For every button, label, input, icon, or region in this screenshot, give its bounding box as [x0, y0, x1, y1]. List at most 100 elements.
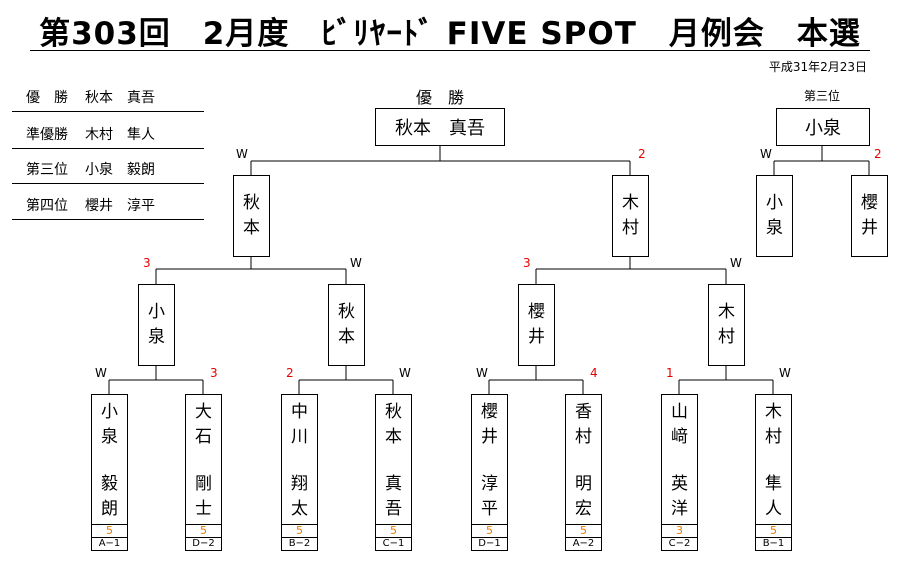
- ranking-label: 第三位: [26, 162, 68, 178]
- name-char: 人: [765, 499, 782, 519]
- seed-cell: 5: [91, 525, 128, 538]
- player-box-4: 秋 本 真 吾: [375, 394, 412, 525]
- block-code-cell: A−1: [91, 538, 128, 551]
- page-title: 第303回 2月度 ﾋﾞﾘﾔｰﾄﾞ FIVE SPOT 月例会 本選: [39, 16, 861, 52]
- name-char: 泉: [101, 427, 118, 447]
- name-char: 明: [575, 474, 592, 494]
- ranking-row-1: 優 勝 秋本 真吾: [12, 87, 204, 112]
- name-char: 平: [481, 499, 498, 519]
- third-left-mark: W: [760, 147, 772, 161]
- player-mark-7: 1: [666, 366, 674, 380]
- seed-cell: 5: [281, 525, 318, 538]
- name-char: 秋: [385, 402, 402, 422]
- ranking-name: 小泉 毅朗: [85, 162, 155, 178]
- name-char: 吾: [385, 499, 402, 519]
- name-char: 村: [575, 427, 592, 447]
- semi-box-4: 木 村: [708, 284, 745, 366]
- name-char: 泉: [766, 218, 783, 238]
- name-char: 淳: [481, 474, 498, 494]
- name-char: 﨑: [671, 427, 688, 447]
- player-box-2: 大 石 剛 士: [185, 394, 222, 525]
- player-mark-6: 4: [590, 366, 598, 380]
- player-box-7: 山 﨑 英 洋: [661, 394, 698, 525]
- player-box-6: 香 村 明 宏: [565, 394, 602, 525]
- name-char: 朗: [101, 499, 118, 519]
- name-char: 泉: [148, 327, 165, 347]
- block-code-cell: A−2: [565, 538, 602, 551]
- player-box-8: 木 村 隼 人: [755, 394, 792, 525]
- player-box-5: 櫻 井 淳 平: [471, 394, 508, 525]
- name-char: 本: [385, 427, 402, 447]
- name-char: 英: [671, 474, 688, 494]
- player-mark-2: 3: [210, 366, 218, 380]
- name-char: 洋: [671, 499, 688, 519]
- block-code-cell: D−2: [185, 538, 222, 551]
- block-code-cell: D−1: [471, 538, 508, 551]
- semi-box-3: 櫻 井: [518, 284, 555, 366]
- name-char: 中: [291, 402, 308, 422]
- name-char: 櫻: [528, 302, 545, 322]
- name-char: 本: [243, 218, 260, 238]
- ranking-row-3: 第三位 小泉 毅朗: [12, 159, 204, 184]
- block-code-cell: C−1: [375, 538, 412, 551]
- seed-cell: 5: [471, 525, 508, 538]
- ranking-label: 優 勝: [26, 90, 68, 106]
- seed-cell: 3: [661, 525, 698, 538]
- player-box-3: 中 川 翔 太: [281, 394, 318, 525]
- name-char: 小: [148, 302, 165, 322]
- ranking-name: 秋本 真吾: [85, 90, 155, 106]
- name-char: 太: [291, 499, 308, 519]
- seed-cell: 5: [375, 525, 412, 538]
- player-mark-8: W: [779, 366, 791, 380]
- third-right-mark: 2: [874, 147, 882, 161]
- ranking-row-4: 第四位 櫻井 淳平: [12, 195, 204, 220]
- seed-cell: 5: [755, 525, 792, 538]
- name-char: 村: [622, 218, 639, 238]
- semi-mark-3: 3: [523, 256, 531, 270]
- name-char: 村: [765, 427, 782, 447]
- block-code-cell: B−1: [755, 538, 792, 551]
- name-char: 宏: [575, 499, 592, 519]
- name-char: 井: [861, 218, 878, 238]
- name-char: 木: [765, 402, 782, 422]
- semi-box-2: 秋 本: [328, 284, 365, 366]
- name-char: 木: [622, 193, 639, 213]
- name-char: 大: [195, 402, 212, 422]
- champion-label: 優 勝: [415, 88, 464, 107]
- third-left-box: 小 泉: [756, 175, 793, 257]
- final-right-box: 木 村: [612, 175, 649, 257]
- name-char: 秋: [243, 193, 260, 213]
- seed-cell: 5: [565, 525, 602, 538]
- player-mark-3: 2: [286, 366, 294, 380]
- name-char: 石: [195, 427, 212, 447]
- semi-mark-1: 3: [143, 256, 151, 270]
- ranking-name: 櫻井 淳平: [85, 198, 155, 214]
- name-char: 毅: [101, 474, 118, 494]
- name-char: 香: [575, 402, 592, 422]
- final-left-box: 秋 本: [233, 175, 270, 257]
- ranking-row-2: 準優勝 木村 隼人: [12, 124, 204, 149]
- semi-mark-4: W: [730, 256, 742, 270]
- name-char: 小: [766, 193, 783, 213]
- player-mark-4: W: [399, 366, 411, 380]
- name-char: 隼: [765, 474, 782, 494]
- player-mark-1: W: [95, 366, 107, 380]
- name-char: 櫻: [861, 193, 878, 213]
- player-box-1: 小 泉 毅 朗: [91, 394, 128, 525]
- name-char: 木: [718, 302, 735, 322]
- name-char: 真: [385, 474, 402, 494]
- third-right-box: 櫻 井: [851, 175, 888, 257]
- final-right-mark: 2: [638, 147, 646, 161]
- player-mark-5: W: [476, 366, 488, 380]
- name-char: 櫻: [481, 402, 498, 422]
- block-code-cell: B−2: [281, 538, 318, 551]
- seed-cell: 5: [185, 525, 222, 538]
- name-char: 井: [528, 327, 545, 347]
- semi-box-1: 小 泉: [138, 284, 175, 366]
- name-char: 秋: [338, 302, 355, 322]
- semi-mark-2: W: [350, 256, 362, 270]
- third-place-box: 小泉: [776, 108, 870, 146]
- name-char: 本: [338, 327, 355, 347]
- block-code-cell: C−2: [661, 538, 698, 551]
